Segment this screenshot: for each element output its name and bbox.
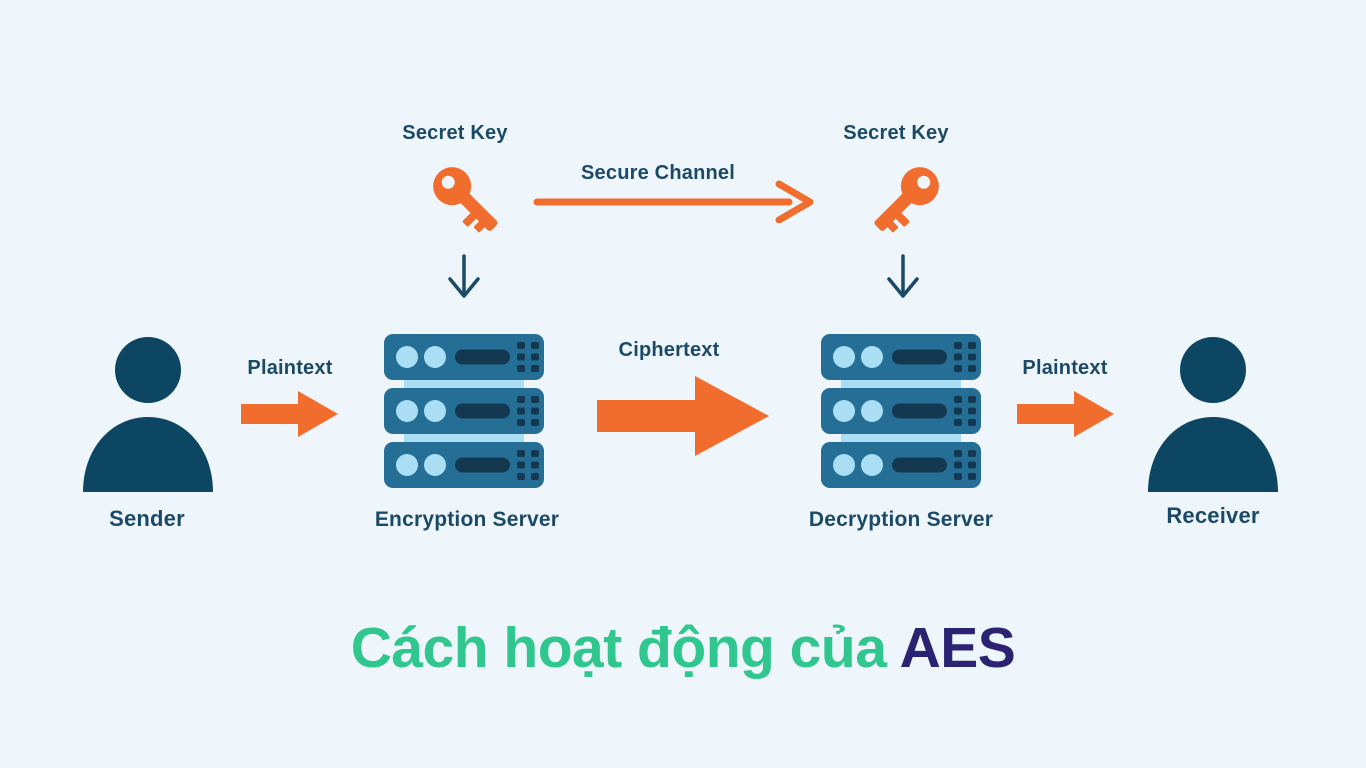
receiver-label: Receiver: [1166, 503, 1260, 528]
arrow-right-icon-plaintext-left: [241, 391, 338, 437]
key-icon-right: [860, 156, 950, 246]
server-stack-icon-decryption: [821, 334, 981, 488]
secure-channel-arrow-icon: [533, 179, 818, 223]
arrow-down-icon-right: [885, 253, 921, 301]
decryption-server-label: Decryption Server: [808, 508, 994, 531]
title-highlight: AES: [899, 616, 1016, 680]
secret-key-right-label: Secret Key: [843, 122, 949, 144]
encryption-server-label: Encryption Server: [374, 508, 560, 531]
arrow-down-icon-left: [446, 253, 482, 301]
secure-channel-label: Secure Channel: [581, 162, 735, 184]
key-icon-left: [422, 156, 512, 246]
secret-key-left-label: Secret Key: [402, 122, 508, 144]
title-prefix: Cách hoạt động của: [350, 616, 900, 680]
arrow-right-icon-ciphertext: [597, 372, 769, 460]
sender-label: Sender: [109, 506, 185, 531]
arrow-right-icon-plaintext-right: [1017, 391, 1114, 437]
plaintext-right-label: Plaintext: [1022, 357, 1108, 379]
person-icon-receiver: [1148, 337, 1278, 492]
ciphertext-label: Ciphertext: [618, 339, 720, 361]
diagram-title: Cách hoạt động của AES: [0, 608, 1366, 688]
person-icon-sender: [83, 337, 213, 492]
plaintext-left-label: Plaintext: [247, 357, 333, 379]
server-stack-icon-encryption: [384, 334, 544, 488]
